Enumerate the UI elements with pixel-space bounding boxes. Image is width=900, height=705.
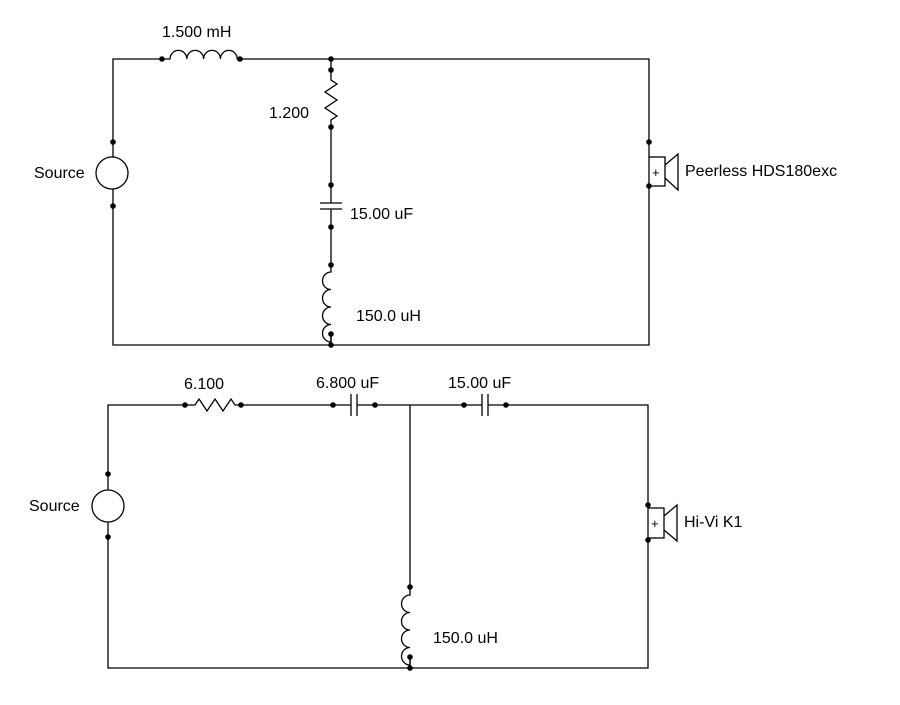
source-top-label: Source xyxy=(34,165,85,182)
source-top xyxy=(95,139,129,209)
bottom-wires xyxy=(107,404,649,669)
driver-top xyxy=(646,139,679,192)
source-bottom-label: Source xyxy=(29,498,80,515)
series-resistor xyxy=(182,397,244,413)
driver-bottom-plus: + xyxy=(651,516,659,531)
series-capacitor-1 xyxy=(330,394,378,416)
series-resistor-label: 6.100 xyxy=(184,376,224,393)
notch-resistor xyxy=(323,67,339,130)
source-bottom xyxy=(91,471,125,540)
driver-top-label: Peerless HDS180exc xyxy=(685,163,837,180)
top-wires xyxy=(112,58,650,346)
notch-inductor-label: 150.0 uH xyxy=(356,308,421,325)
series-inductor-top xyxy=(159,49,243,62)
notch-inductor xyxy=(321,262,334,343)
bottom-circuit: 6.100 6.800 uF 15.00 uF 150.0 uH Source … xyxy=(29,375,742,671)
driver-top-plus: + xyxy=(652,165,660,180)
shunt-inductor xyxy=(400,584,413,666)
junction-bottom-lower xyxy=(407,665,413,671)
shunt-inductor-label: 150.0 uH xyxy=(433,630,498,647)
series-inductor-top-label: 1.500 mH xyxy=(162,24,231,41)
notch-capacitor xyxy=(320,182,342,230)
series-capacitor-2 xyxy=(461,394,509,416)
junction-top-lower xyxy=(328,342,334,348)
driver-bottom xyxy=(645,502,678,543)
driver-bottom-label: Hi-Vi K1 xyxy=(684,514,742,531)
series-capacitor-2-label: 15.00 uF xyxy=(448,375,511,392)
junction-top-upper xyxy=(328,56,334,62)
notch-resistor-label: 1.200 xyxy=(269,105,309,122)
notch-capacitor-label: 15.00 uF xyxy=(350,206,413,223)
series-capacitor-1-label: 6.800 uF xyxy=(316,375,379,392)
top-circuit: 1.500 mH 1.200 15.00 uF 150.0 uH Source … xyxy=(34,24,837,348)
